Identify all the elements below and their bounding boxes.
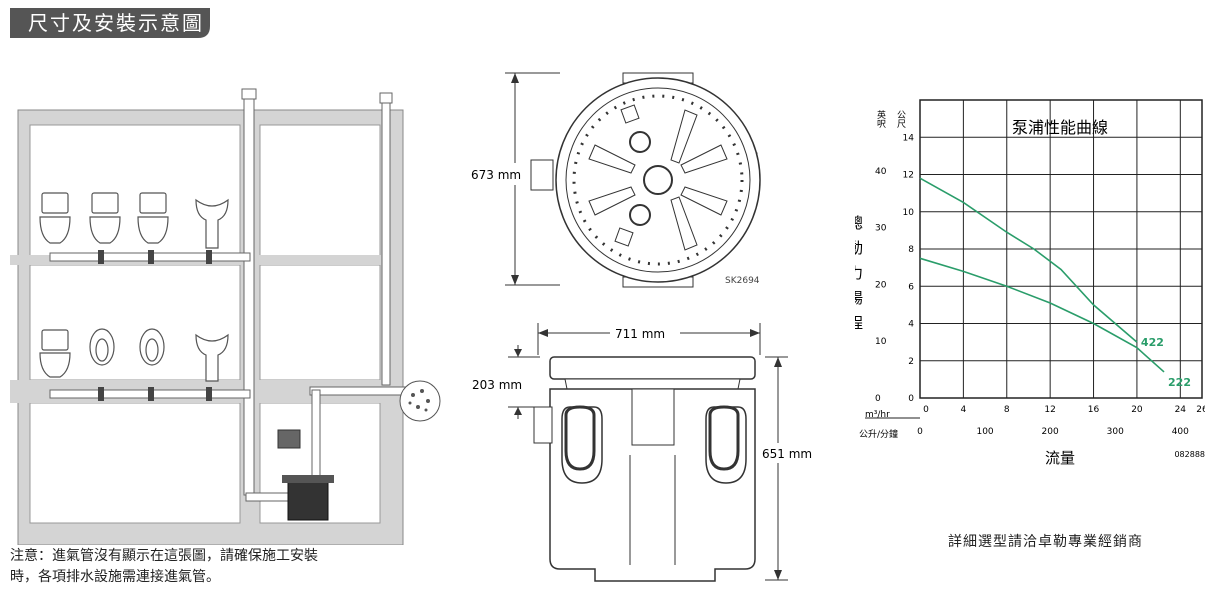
- x-tick-label: 8: [1004, 405, 1010, 415]
- x-tick-label: 12: [1044, 405, 1055, 415]
- y-axis-label: 總動力揚程: [855, 214, 864, 340]
- x-tick-label-lpm: 100: [976, 427, 993, 437]
- tank-side-view: 711 mm 203 mm 651 mm: [472, 323, 820, 582]
- y-tick-label-m: 6: [908, 282, 914, 292]
- x-tick-label-lpm: 0: [917, 427, 923, 437]
- x-tick-label-lpm: 300: [1107, 427, 1124, 437]
- installation-note: 注意：進氣管沒有顯示在這張圖，請確保施工安裝 時，各項排水設施需連接進氣管。: [10, 546, 410, 588]
- chart-grid: [920, 100, 1202, 398]
- y-tick-label-ft: 30: [875, 224, 887, 234]
- y-tick-label-ft: 10: [875, 337, 887, 347]
- x-unit-lpm: 公升/分鐘: [859, 428, 898, 440]
- y-tick-label-m: 0: [908, 394, 914, 404]
- installation-diagram: [10, 88, 441, 545]
- series-line-422: [919, 177, 1138, 343]
- x-tick-label: 26: [1196, 405, 1205, 415]
- side-width-dimension: 711 mm: [615, 327, 665, 341]
- side-height-dimension: 651 mm: [762, 447, 812, 461]
- side-top-dimension: 203 mm: [472, 378, 522, 392]
- y-tick-label-ft: 20: [875, 280, 887, 290]
- contact-note: 詳細選型請洽卓勒專業經銷商: [948, 534, 1143, 550]
- chart-title: 泵浦性能曲線: [1012, 118, 1108, 137]
- note-line-2: 時，各項排水設施需連接進氣管。: [10, 569, 220, 585]
- x-tick-label: 16: [1088, 405, 1100, 415]
- x-tick-label-lpm: 200: [1042, 427, 1059, 437]
- x-tick-label: 20: [1131, 405, 1143, 415]
- y-tick-label-m: 14: [903, 133, 915, 143]
- series-line-222: [919, 257, 1165, 373]
- chart-series: 422 222: [919, 177, 1191, 389]
- y-tick-label-m: 2: [908, 357, 914, 367]
- y-tick-label-ft: 40: [875, 167, 887, 177]
- x-tick-label: 4: [961, 405, 967, 415]
- x-axis-label: 流量: [1045, 449, 1075, 465]
- x-tick-label: 0: [923, 405, 929, 415]
- y-tick-label-ft: 0: [875, 394, 881, 404]
- y-tick-label-m: 8: [908, 245, 914, 255]
- note-line-1: 注意：進氣管沒有顯示在這張圖，請確保施工安裝: [10, 548, 318, 564]
- y-tick-label-m: 10: [903, 208, 915, 218]
- section-header: 尺寸及安裝示意圖: [10, 8, 210, 38]
- y-axis-label-ft: 英呎: [875, 109, 886, 129]
- series-label-422: 422: [1141, 336, 1164, 349]
- y-tick-label-m: 4: [908, 320, 914, 330]
- section-title: 尺寸及安裝示意圖: [28, 11, 204, 35]
- y-axis-label-m: 公尺: [895, 110, 906, 129]
- x-tick-label-lpm: 400: [1172, 427, 1189, 437]
- x-tick-label: 24: [1175, 405, 1187, 415]
- top-view-code: SK2694: [725, 276, 760, 286]
- chart-code: 082888: [1174, 450, 1205, 459]
- tank-top-view: 673 mm SK2694: [471, 72, 761, 288]
- y-tick-label-m: 12: [903, 171, 914, 181]
- top-height-dimension: 673 mm: [471, 168, 521, 182]
- x-unit-m3: m³/hr: [865, 410, 890, 420]
- series-label-222: 222: [1168, 376, 1191, 389]
